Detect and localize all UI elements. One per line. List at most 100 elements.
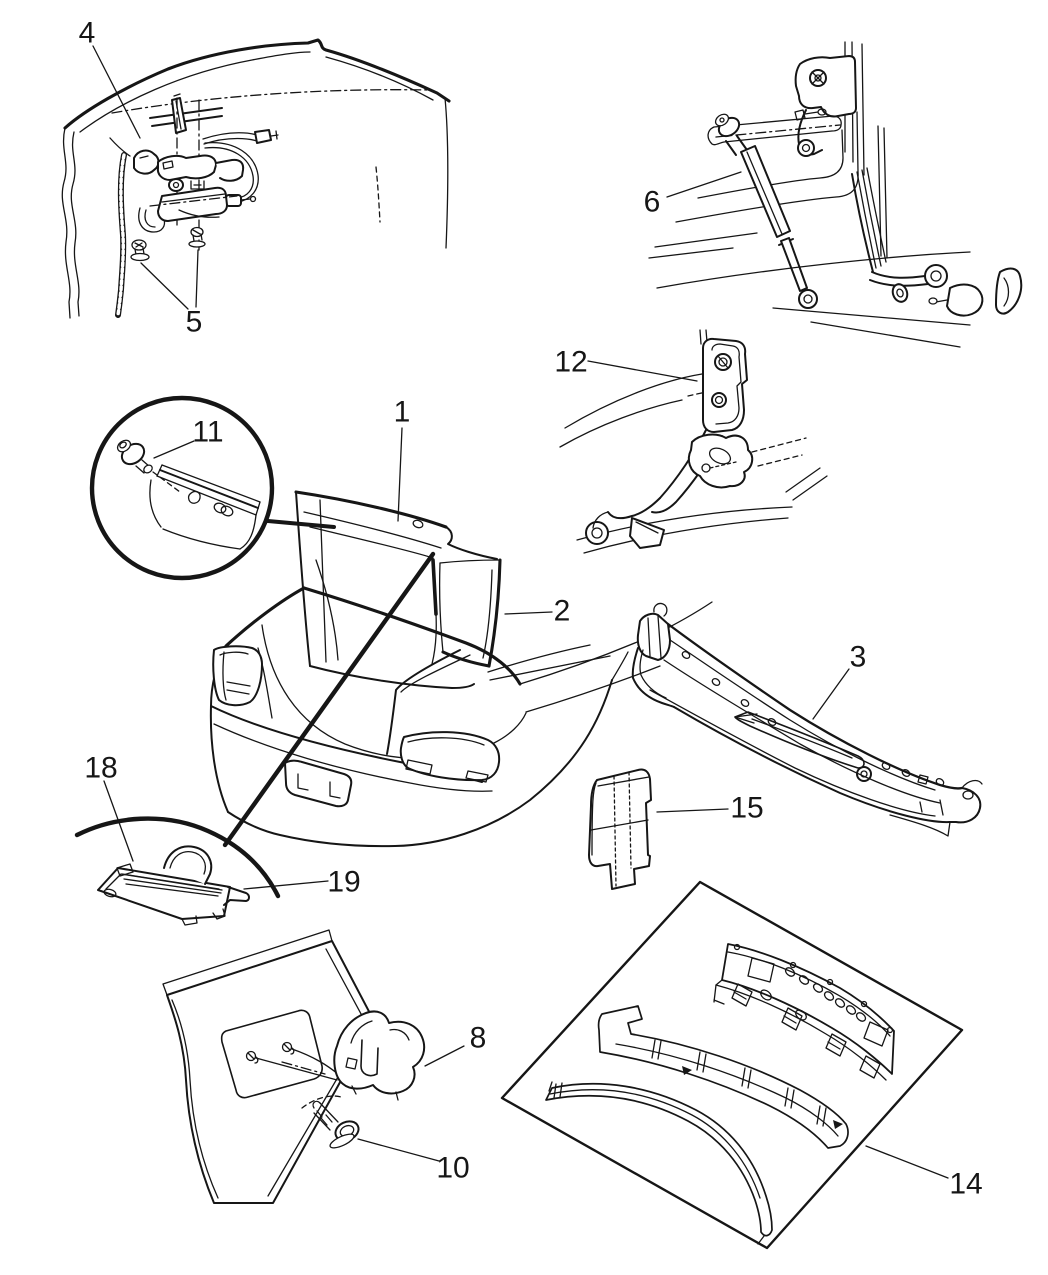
callout-14: 14 [865, 1145, 983, 1201]
prop-rod-eyelet [798, 289, 818, 309]
callout-14-leader [865, 1145, 949, 1179]
decklid-top-edge [294, 490, 448, 529]
callout-3: 3 [812, 641, 867, 720]
callout-11-label: 11 [192, 416, 223, 449]
latch-housing [333, 1010, 426, 1095]
panel-outer-contour [63, 38, 451, 130]
callout-12: 12 [554, 346, 698, 382]
callout-1-leader [397, 427, 403, 522]
plane-diamond [500, 880, 964, 1250]
callouts: 1 2 3 4 5 6 8 10 [79, 17, 983, 1201]
callout-4-leader [92, 45, 141, 139]
callout-6-label: 6 [644, 186, 661, 219]
hinge-eyelet [924, 264, 948, 288]
prop-rod-shaft [780, 237, 808, 292]
callout-6: 6 [644, 171, 742, 219]
detail-arc [74, 816, 281, 899]
callout-1-label: 1 [394, 396, 411, 429]
callout-8: 8 [424, 1022, 487, 1067]
hinge-drawing [559, 329, 828, 554]
callout-3-label: 3 [850, 641, 867, 674]
cowl-slot [734, 711, 865, 769]
deck-opening-edge [302, 586, 522, 686]
shelf-panel-upper [713, 943, 895, 1081]
callout-11: 11 [153, 416, 224, 459]
callout-5-label: 5 [186, 306, 203, 339]
trunk-opening [261, 624, 527, 760]
rear-shelf-panels-drawing [500, 880, 964, 1250]
callout-1: 1 [394, 396, 411, 522]
callout-15: 15 [656, 792, 764, 825]
callout-19-leader [243, 880, 329, 890]
harness-and-mechanism [115, 93, 279, 318]
callout-5-leader-2 [195, 249, 199, 308]
callout-8-label: 8 [470, 1022, 487, 1055]
cowl-holes [681, 650, 945, 816]
callout-15-label: 15 [730, 792, 763, 825]
callout-2-leader [504, 611, 553, 615]
retainer-strip [149, 464, 261, 550]
panel-edge-details [61, 51, 449, 319]
bracket-outline [588, 768, 652, 890]
tail-lamp-left [212, 645, 263, 707]
body-ground-lines [648, 232, 971, 348]
decklid-open [294, 490, 498, 689]
cowl-right-end [889, 779, 983, 837]
weatherstrip-flap [438, 558, 502, 668]
callout-12-label: 12 [554, 346, 587, 379]
harness-connector-upper [254, 129, 272, 144]
license-recess [284, 759, 353, 808]
cowl-end-cap-left [636, 612, 671, 661]
latch-details [345, 1020, 410, 1101]
rear-body [209, 586, 713, 848]
prop-rod-cylinder [740, 145, 791, 238]
latch-bracket [156, 154, 217, 181]
support-slab [157, 186, 228, 222]
torsion-coil [585, 521, 609, 545]
cowl-top-edge [666, 622, 964, 790]
callout-18-leader [103, 780, 134, 862]
trim-screws [245, 1041, 339, 1081]
cowl-grille-drawing [631, 602, 983, 837]
quarter-trim-latch-drawing [162, 929, 426, 1204]
callout-8-leader [424, 1045, 465, 1067]
callout-15-leader [656, 808, 729, 813]
hinge-foot-wedge [629, 517, 665, 549]
callout-12-leader [587, 360, 698, 382]
hinge-arm-lower [851, 167, 1023, 317]
thick-leader-from-detail-circle [266, 519, 336, 529]
cowl-bottom-edge [673, 706, 951, 824]
decklid-harness-drawing [61, 38, 451, 319]
trim-window [220, 1009, 323, 1099]
callout-4-label: 4 [79, 17, 96, 50]
hinge-bolt-lower [797, 139, 815, 157]
callout-2-label: 2 [554, 595, 571, 628]
callout-14-label: 14 [949, 1168, 982, 1201]
callout-6-leader [666, 171, 742, 198]
detail-circle [89, 395, 275, 581]
callout-5-leader-1 [140, 262, 189, 310]
hinge-plate [702, 337, 748, 433]
vehicle-rear-drawing [209, 490, 713, 848]
callout-2: 2 [504, 595, 571, 628]
corner-bracket [133, 149, 160, 175]
hinge-pivot-bracket [687, 433, 754, 489]
thick-leader-to-striker-detail [222, 551, 436, 848]
callout-10: 10 [357, 1138, 470, 1185]
hinge-bracket-top [794, 55, 857, 157]
callout-5: 5 [140, 249, 203, 339]
tail-lamp-right [399, 731, 501, 782]
prop-rod [707, 113, 842, 309]
callout-18: 18 [84, 752, 134, 862]
prop-rod-drawing [648, 41, 1023, 348]
callout-10-leader [357, 1138, 440, 1162]
callout-18-label: 18 [84, 752, 117, 785]
callout-10-label: 10 [436, 1152, 469, 1185]
trim-panel-outline [166, 940, 375, 1204]
hinge-plate-bolt-2 [711, 392, 727, 408]
shelf-panel-lower [545, 1081, 773, 1245]
grommet-detail-drawing [89, 395, 275, 581]
callout-19-label: 19 [327, 866, 360, 899]
